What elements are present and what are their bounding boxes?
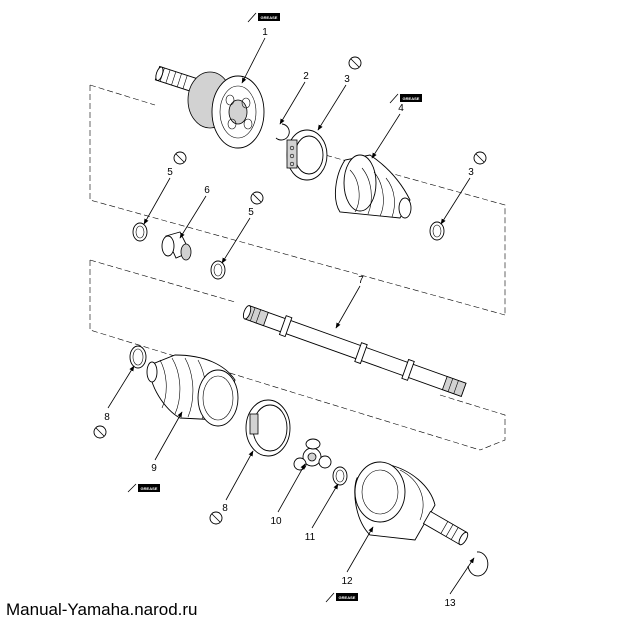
boot-band-3-lower — [429, 221, 445, 241]
boot-band-5-right — [210, 260, 226, 280]
boot-band-5-left — [132, 222, 148, 242]
callout-6: 6 — [204, 185, 210, 196]
callout-11: 11 — [305, 532, 316, 543]
no-reuse-symbol-5a — [173, 151, 187, 165]
callout-8-second: 8 — [222, 503, 228, 514]
inner-boot-9 — [146, 354, 239, 427]
assembly-frame-outer — [89, 84, 506, 316]
callout-3: 3 — [344, 74, 350, 85]
boot-band-3-upper — [286, 129, 328, 181]
callout-2: 2 — [303, 71, 309, 82]
drive-shaft-7 — [242, 305, 467, 397]
watermark-text: Manual-Yamaha.narod.ru — [6, 600, 198, 619]
grease-label: GREASE — [403, 96, 420, 101]
outer-cv-joint — [154, 65, 265, 149]
callout-9: 9 — [151, 463, 157, 474]
assembly-frame-inner — [89, 259, 506, 451]
grease-label: GREASE — [141, 486, 158, 491]
dynamic-damper-6 — [161, 231, 192, 261]
grease-symbol-12: GREASE — [325, 592, 358, 603]
inner-joint-housing-12 — [354, 461, 469, 546]
grease-symbol-9: GREASE — [127, 483, 160, 493]
callout-10: 10 — [270, 516, 282, 527]
circlip-13 — [467, 551, 489, 577]
no-reuse-symbol-8b — [209, 511, 223, 525]
no-reuse-symbol-5b — [250, 191, 264, 205]
callout-8: 8 — [104, 412, 110, 423]
callout-7: 7 — [358, 275, 364, 286]
leader-lines — [107, 37, 475, 595]
spider-assembly-10 — [293, 438, 332, 471]
snap-ring-11 — [332, 466, 348, 486]
grease-symbol-4: GREASE — [389, 93, 422, 104]
callout-5-second: 5 — [248, 207, 254, 218]
callout-13: 13 — [444, 598, 456, 609]
grease-symbol-1: GREASE — [247, 12, 280, 23]
circlip-2 — [275, 123, 290, 141]
callout-4: 4 — [398, 103, 404, 114]
boot-band-8-large — [245, 399, 291, 457]
grease-label: GREASE — [261, 15, 278, 20]
outer-boot-4 — [334, 154, 412, 219]
no-reuse-symbol-8a — [93, 425, 107, 439]
no-reuse-symbol-3a — [348, 56, 362, 70]
boot-band-8-small — [129, 345, 147, 369]
callout-1: 1 — [262, 27, 268, 38]
callout-5: 5 — [167, 167, 173, 178]
grease-label: GREASE — [339, 595, 356, 600]
no-reuse-symbol-3b — [473, 151, 487, 165]
callout-3-second: 3 — [468, 167, 474, 178]
callout-12: 12 — [341, 576, 353, 587]
